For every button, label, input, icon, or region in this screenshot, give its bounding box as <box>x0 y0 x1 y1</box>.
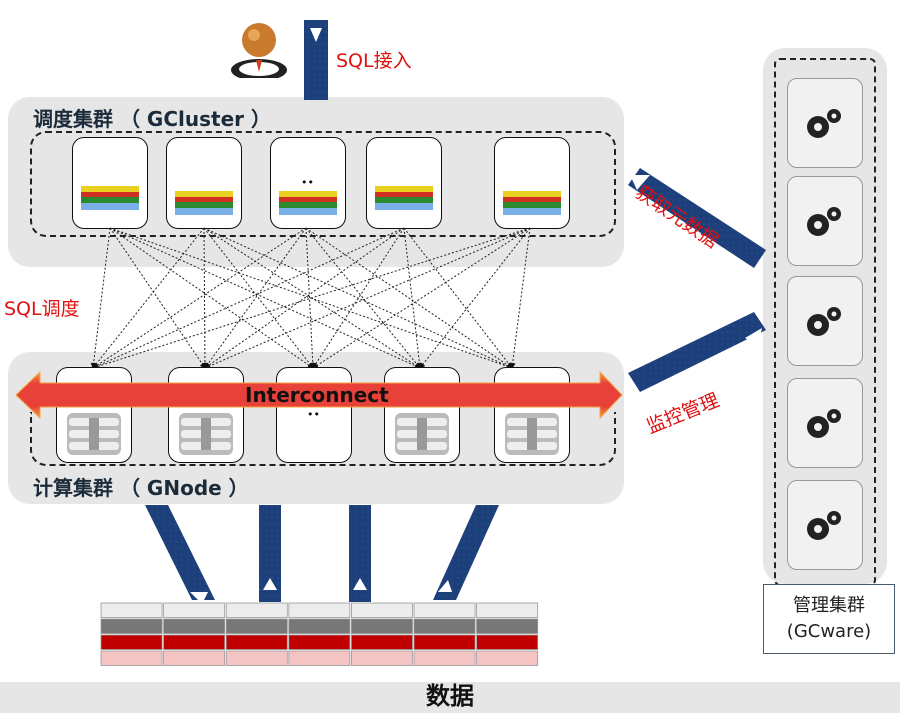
gnode-ellipsis: •• <box>307 408 320 421</box>
gcware-box-4 <box>787 378 863 468</box>
data-cell <box>100 634 163 650</box>
gnode-dashed-group <box>30 412 616 466</box>
schedule-line <box>203 227 513 369</box>
schedule-line <box>509 227 531 369</box>
data-cell <box>476 602 539 618</box>
interconnect-arrow <box>16 370 623 420</box>
sql-schedule-label: SQL调度 <box>4 298 80 320</box>
data-cell <box>100 618 163 634</box>
data-cell <box>350 634 413 650</box>
gcware-title-line2: (GCware) <box>786 621 872 642</box>
data-cell <box>225 634 288 650</box>
data-cell <box>100 602 163 618</box>
gears-icon <box>807 511 841 540</box>
gears-icon <box>807 109 841 138</box>
data-cell <box>350 650 413 666</box>
data-cell <box>100 650 163 666</box>
gears-icon <box>807 307 841 336</box>
gcware-box-2 <box>787 176 863 266</box>
schedule-line <box>305 227 513 369</box>
data-cell <box>163 650 226 666</box>
schedule-line <box>92 227 205 369</box>
data-cell <box>413 650 476 666</box>
data-cell <box>163 634 226 650</box>
gears-icon <box>807 207 841 236</box>
data-label: 数据 <box>426 682 474 710</box>
schedule-line <box>403 227 423 369</box>
data-cell <box>225 618 288 634</box>
schedule-line <box>109 227 206 369</box>
gcware-title: 管理集群 (GCware) <box>763 584 895 654</box>
data-arrow-3 <box>349 505 371 602</box>
data-cell <box>476 634 539 650</box>
data-cell <box>350 618 413 634</box>
data-cell <box>225 602 288 618</box>
data-cell <box>288 618 351 634</box>
sql-access-arrow <box>304 20 328 100</box>
sql-access-label: SQL接入 <box>336 50 412 72</box>
scheduler-icon <box>81 186 139 210</box>
database-server-icon <box>67 413 121 455</box>
gcluster-dashed-group <box>30 131 616 237</box>
data-arrow-1 <box>145 505 215 604</box>
schedule-line <box>92 227 307 369</box>
metadata-arrow <box>628 168 766 268</box>
gnode-title: 计算集群 （ GNode ） <box>33 476 249 500</box>
gcluster-title: 调度集群 （ GCluster ） <box>33 107 271 131</box>
gcluster-ellipsis: •• <box>301 176 314 189</box>
data-cell <box>163 602 226 618</box>
gears-icon <box>807 409 841 438</box>
monitor-arrow <box>628 312 766 392</box>
interconnect-label: Interconnect <box>245 383 389 407</box>
gcware-title-line1: 管理集群 <box>793 595 865 616</box>
gcluster-node-1 <box>72 137 148 229</box>
data-cell <box>225 650 288 666</box>
schedule-line <box>204 227 307 369</box>
data-cell <box>288 634 351 650</box>
bottom-bar <box>0 682 900 713</box>
gnode-node-2 <box>168 367 244 463</box>
schedule-line <box>305 227 421 369</box>
data-cell <box>413 602 476 618</box>
data-arrow-2 <box>259 505 281 602</box>
schedule-line <box>312 227 531 369</box>
gcluster-node-3: •• <box>270 137 346 229</box>
schedule-line <box>204 227 405 369</box>
data-cell <box>476 618 539 634</box>
data-table <box>100 602 539 666</box>
gcluster-node-4 <box>366 137 442 229</box>
data-cell <box>350 602 413 618</box>
schedule-line <box>305 227 316 369</box>
data-cell <box>288 602 351 618</box>
schedule-line <box>419 227 531 369</box>
schedule-line <box>90 227 111 369</box>
user-icon <box>231 23 287 78</box>
data-cell <box>476 650 539 666</box>
schedule-line <box>109 227 421 369</box>
data-arrow-4 <box>433 505 499 600</box>
schedule-line <box>201 227 208 369</box>
schedule-line <box>203 227 314 369</box>
data-cell <box>163 618 226 634</box>
schedule-line <box>92 227 405 369</box>
gcluster-node-5 <box>494 137 570 229</box>
gcluster-node-2 <box>166 137 242 229</box>
gcware-box-5 <box>787 480 863 570</box>
schedule-line <box>204 227 531 369</box>
gcware-box-1 <box>787 78 863 168</box>
data-cell <box>413 634 476 650</box>
gcware-box-3 <box>787 276 863 366</box>
schedule-line <box>92 227 531 370</box>
data-cell <box>288 650 351 666</box>
data-cell <box>413 618 476 634</box>
schedule-line <box>403 227 513 369</box>
schedule-line <box>109 227 314 369</box>
